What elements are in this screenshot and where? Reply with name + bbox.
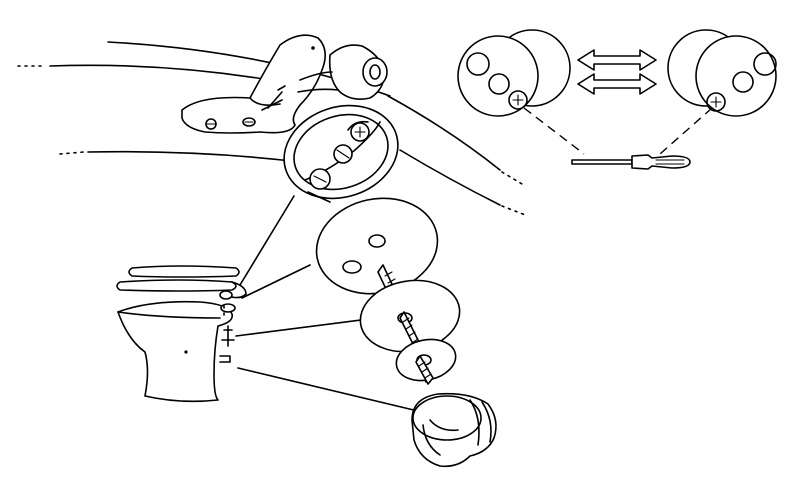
screwdriver [571,154,691,170]
toilet-seat [116,265,247,300]
rubber-washer-small [359,279,461,353]
adjustment-disc-right [667,29,777,117]
wing-nut [411,392,497,468]
hinge-arm [181,34,388,134]
toilet-bowl [117,300,236,403]
lock-washer [395,338,457,385]
screwdriver-leaders [523,107,713,155]
mounting-plate [283,104,399,200]
adjustment-disc-left [457,29,571,117]
double-arrow [577,49,657,95]
